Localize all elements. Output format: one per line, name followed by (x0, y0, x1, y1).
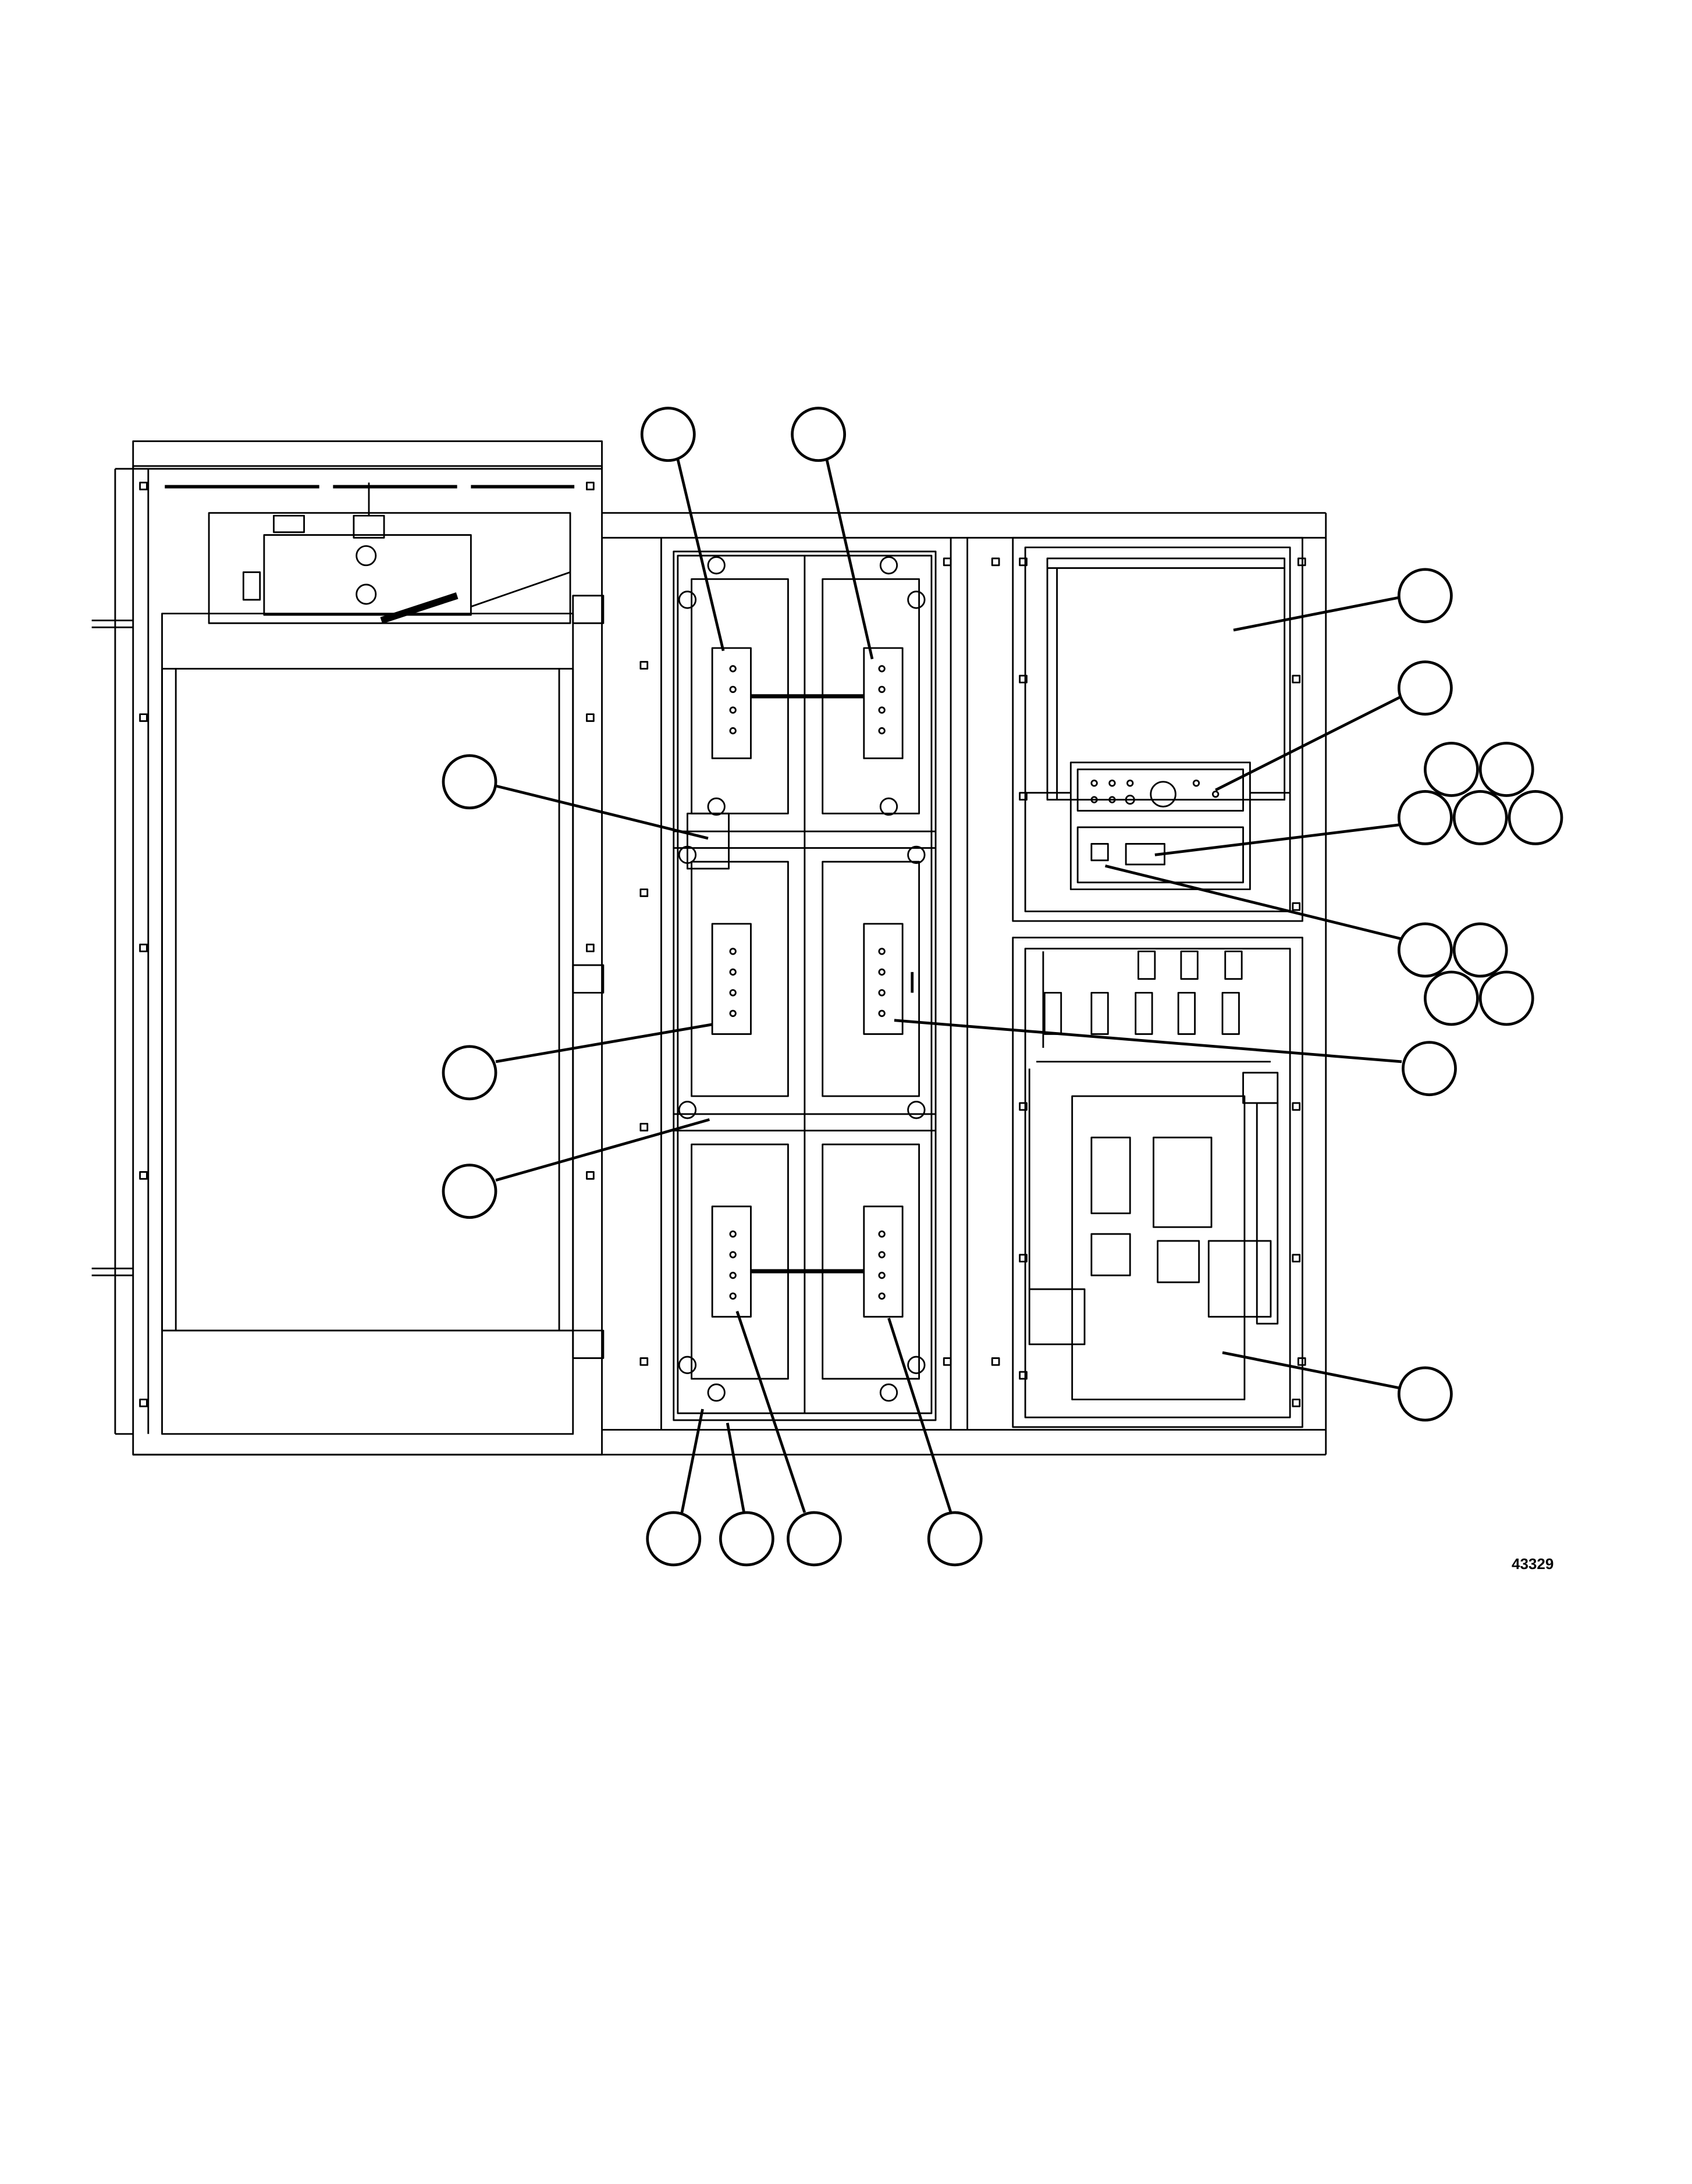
power-module-bottom (678, 1143, 926, 1402)
circuit-board (1071, 1095, 1246, 1400)
callout-balloon (646, 1511, 702, 1567)
callout-balloon (1478, 970, 1534, 1026)
callout-balloon (640, 407, 696, 462)
callout-balloon (719, 1511, 774, 1567)
callout-balloon (1397, 660, 1453, 716)
callout-balloons (442, 407, 1563, 1567)
callout-balloon (1452, 789, 1508, 845)
power-module-stack (673, 550, 937, 1421)
callout-balloon (1397, 922, 1453, 978)
callout-balloon (787, 1511, 842, 1567)
upper-right-compartment (1012, 536, 1303, 922)
callout-balloon (1397, 1366, 1453, 1422)
callout-balloon (791, 407, 846, 462)
left-access-panel (161, 613, 574, 1435)
callout-balloon (1397, 568, 1453, 624)
callout-balloon (927, 1511, 983, 1567)
leader-lines (495, 458, 1403, 1513)
callout-balloon (442, 1045, 497, 1101)
power-module-top (678, 556, 926, 816)
figure-number: 43329 (1512, 1555, 1554, 1573)
callout-balloon (442, 1164, 497, 1219)
callout-balloon (442, 754, 497, 810)
callout-balloon (1508, 789, 1563, 845)
left-cabinet-section (91, 440, 605, 1456)
callout-balloon (1452, 922, 1508, 978)
control-panel (1069, 762, 1251, 891)
display-dial (1150, 781, 1176, 808)
lower-right-compartment (1012, 937, 1303, 1428)
main-cabinet-frame (133, 512, 1327, 1456)
callout-balloon (1402, 1041, 1457, 1097)
callout-balloon (1424, 970, 1479, 1026)
callout-balloon (1424, 742, 1479, 797)
fluid-tank (263, 534, 472, 616)
callout-balloon (1397, 789, 1453, 845)
callout-balloon (1478, 742, 1534, 797)
power-module-middle (678, 845, 926, 1119)
